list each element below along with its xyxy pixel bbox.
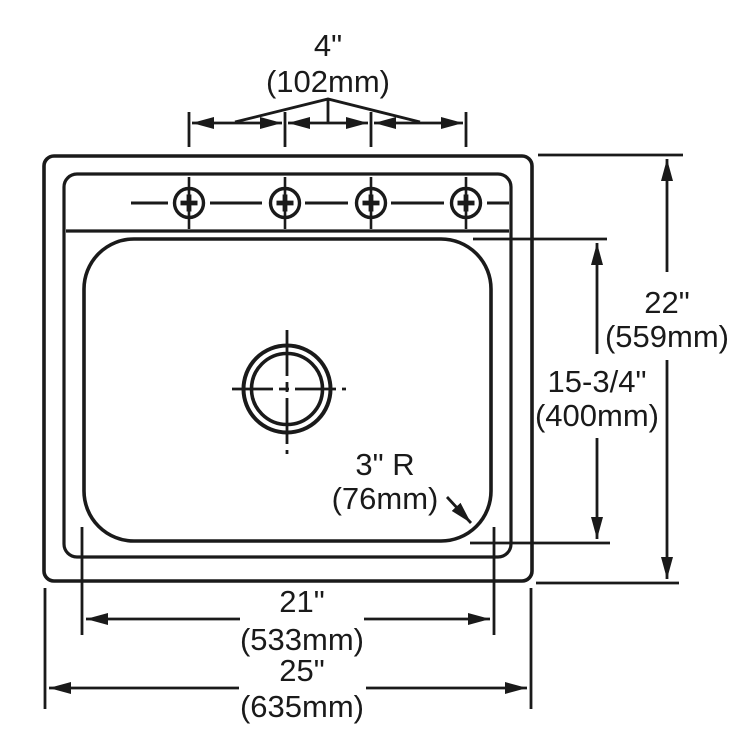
bowl-depth-label-inches: 15-3/4" <box>548 364 647 399</box>
bowl-width-label-metric: (533mm) <box>240 622 364 657</box>
sink-body <box>42 154 534 583</box>
overall-depth-label-inches: 22" <box>644 285 690 320</box>
faucet-hole-circle <box>354 186 388 220</box>
drain <box>232 330 346 454</box>
dim-bowl-width: 21" (533mm) <box>80 527 496 657</box>
faucet-hole-circle <box>449 186 483 220</box>
dim-leader <box>234 97 421 124</box>
faucet-hole-1 <box>172 177 206 229</box>
overall-width-label-inches: 25" <box>279 653 325 688</box>
sink-outer-edge <box>42 154 534 583</box>
faucet-hole-circle <box>268 186 302 220</box>
overall-depth-label-metric: (559mm) <box>605 319 729 354</box>
corner-radius-label-inches: 3" R <box>355 447 414 482</box>
faucet-spacing-label-metric: (102mm) <box>266 64 390 99</box>
radius-callout: 3" R (76mm) <box>332 447 473 524</box>
dim-faucet-spacing: 4" (102mm) <box>187 28 468 147</box>
bowl-outline <box>82 237 493 543</box>
overall-width-label-metric: (635mm) <box>240 689 364 724</box>
bowl-width-label-inches: 21" <box>279 584 325 619</box>
dim-bowl-depth: 15-3/4" (400mm) <box>470 237 659 545</box>
sink-rim-inner-edge <box>62 172 513 559</box>
faucet-spacing-label-inches: 4" <box>314 28 342 63</box>
dim-overall-width: 25" (635mm) <box>43 588 533 724</box>
faucet-deck <box>131 177 509 229</box>
faucet-hole-2 <box>268 177 302 229</box>
dim-overall-depth: 22" (559mm) <box>536 153 729 585</box>
corner-radius-label-metric: (76mm) <box>332 481 439 516</box>
faucet-hole-4 <box>449 177 483 229</box>
bowl-depth-label-metric: (400mm) <box>535 398 659 433</box>
faucet-hole-3 <box>354 177 388 229</box>
radius-leader-arrow <box>445 496 473 524</box>
faucet-hole-circle <box>172 186 206 220</box>
